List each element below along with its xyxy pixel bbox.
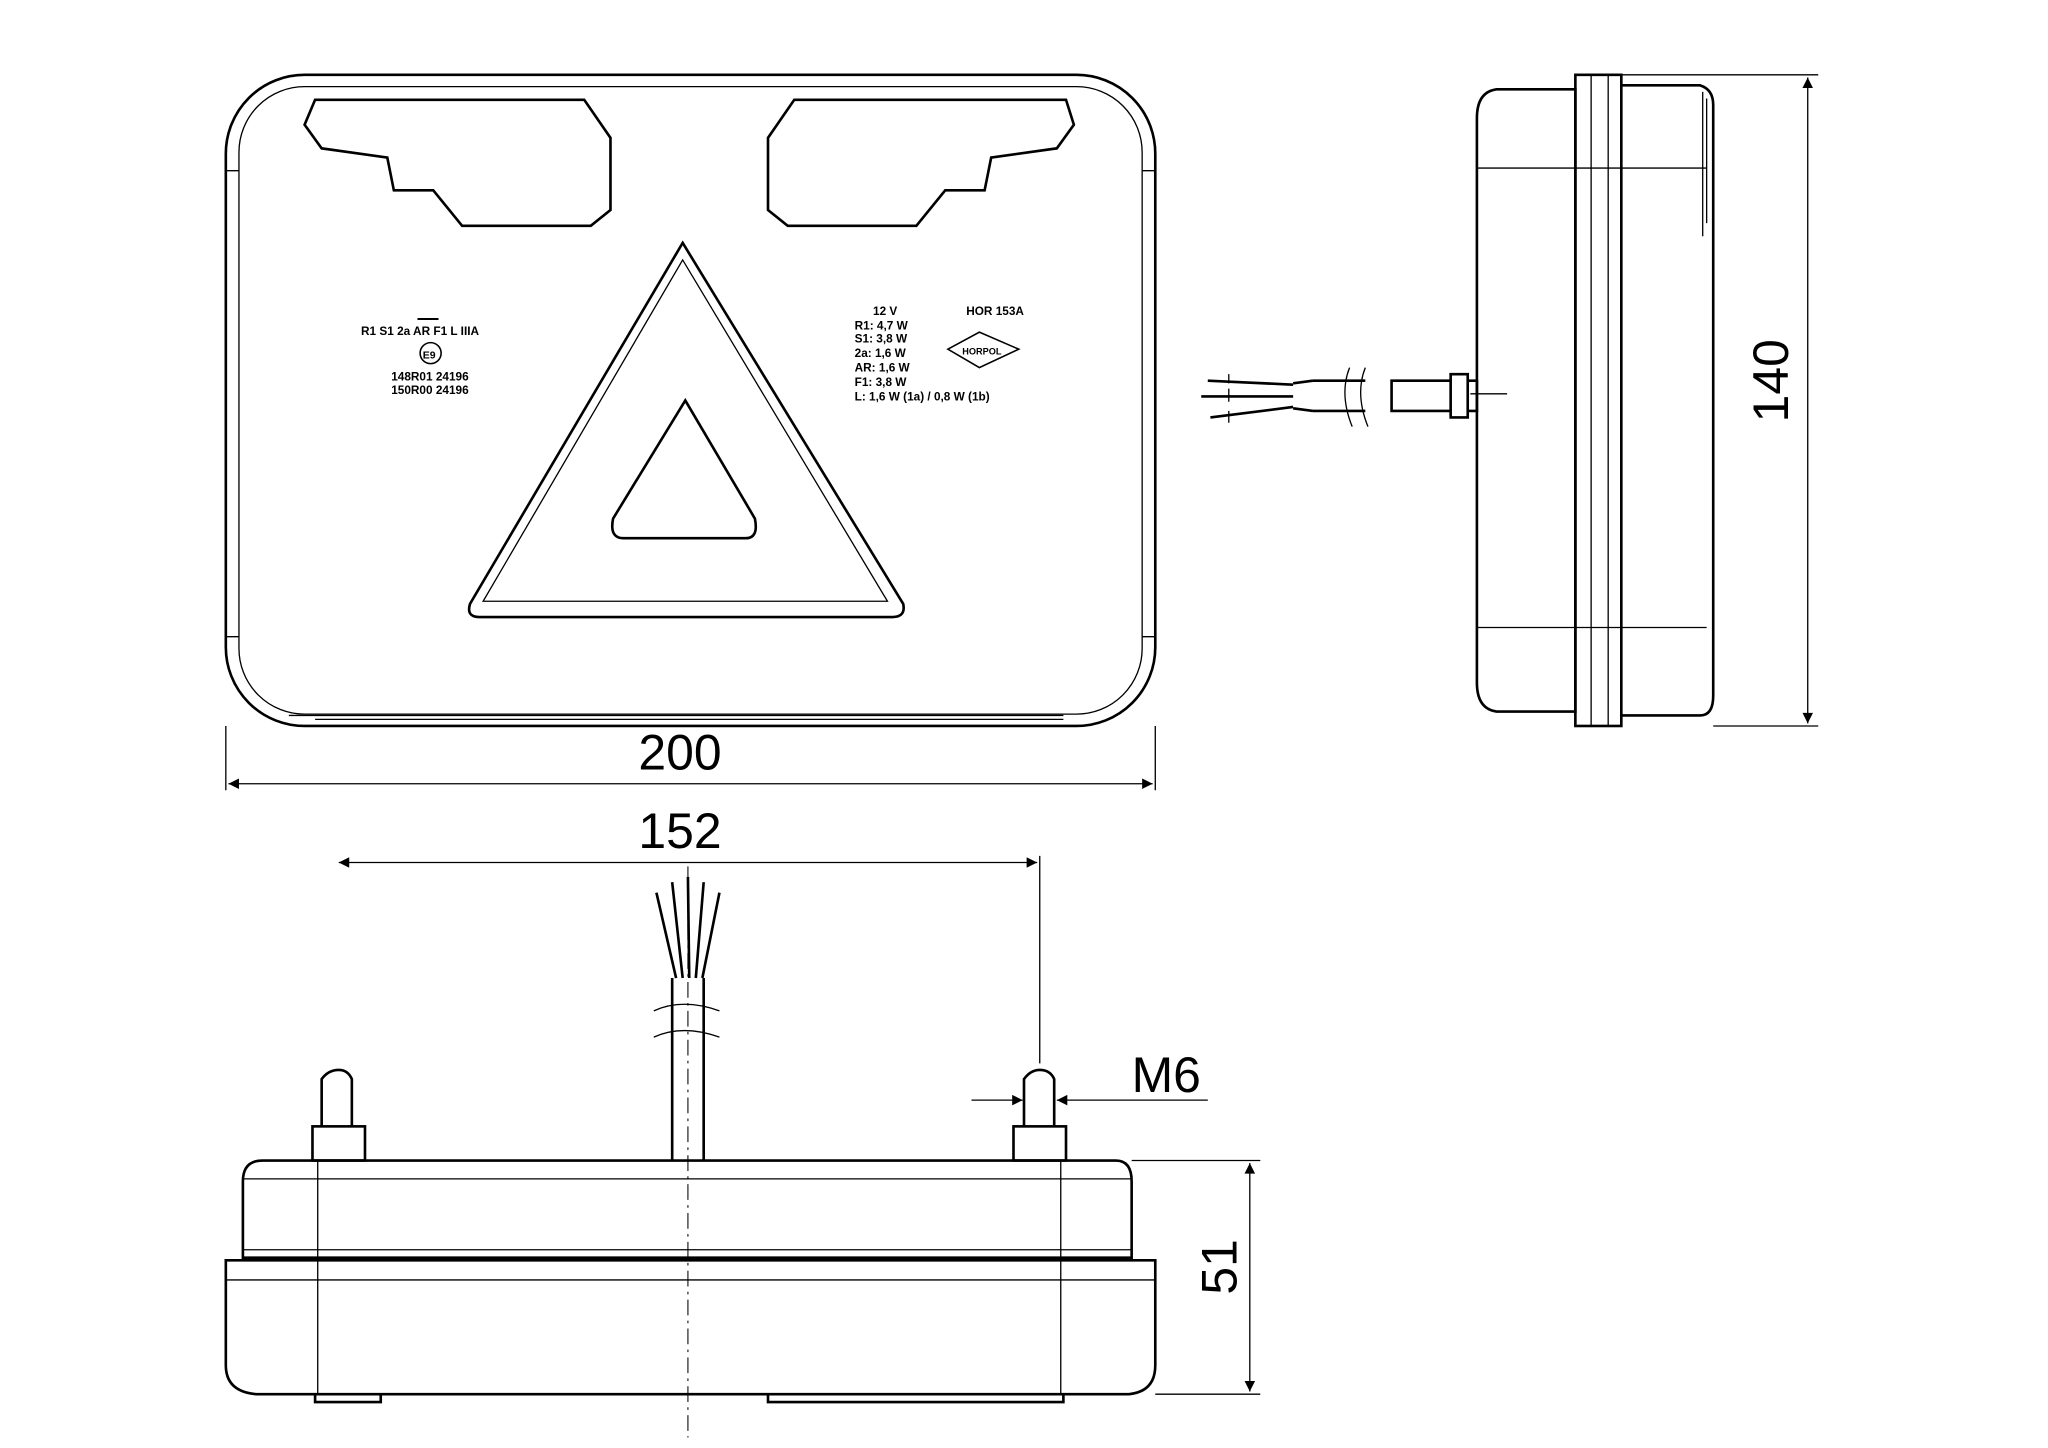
- marking-right: 12 V HOR 153A R1: 4,7 W S1: 3,8 W 2a: 1,…: [855, 304, 1025, 403]
- warning-triangle-inner: [610, 397, 758, 540]
- function-codes: R1 S1 2a AR F1 L IIIA: [361, 324, 479, 338]
- rating: 2a: 1,6 W: [855, 346, 907, 360]
- approval-number: 148R01 24196: [391, 370, 469, 384]
- bottom-view: [224, 866, 1157, 1438]
- warning-triangle-outer: [467, 240, 905, 619]
- rating: F1: 3,8 W: [855, 375, 908, 389]
- mounting-stud: [1022, 1068, 1056, 1127]
- dimension-width: 200: [638, 724, 721, 780]
- mounting-nut: [311, 1125, 367, 1162]
- rating: R1: 4,7 W: [855, 319, 909, 333]
- mounting-stud: [320, 1068, 354, 1127]
- front-view: [224, 73, 1157, 728]
- rating: AR: 1,6 W: [855, 361, 911, 375]
- model-label: HOR 153A: [966, 304, 1024, 318]
- thread-dimension: M6: [971, 1047, 1208, 1106]
- rating: S1: 3,8 W: [855, 332, 908, 346]
- horpol-logo-icon: [946, 331, 1021, 369]
- dimension-height: 140: [1743, 339, 1799, 422]
- right-lamp-window: [766, 98, 1076, 228]
- voltage-label: 12 V: [873, 304, 897, 318]
- dimension-mount-spacing: 152: [638, 803, 721, 859]
- mounting-nut: [1012, 1125, 1068, 1162]
- height-dimension: 140: [1621, 74, 1819, 727]
- side-view: [1201, 73, 1715, 728]
- width-dimension: 200: [225, 724, 1156, 791]
- spacing-dimension: 152: [338, 803, 1041, 1064]
- e-mark-icon: [419, 341, 442, 365]
- rating: L: 1,6 W (1a) / 0,8 W (1b): [855, 389, 990, 403]
- brand-logo-text: HORPOL: [962, 346, 1002, 356]
- approval-mark: E9: [423, 349, 436, 361]
- depth-dimension: 51: [1131, 1159, 1261, 1395]
- approval-number: 150R00 24196: [391, 383, 469, 397]
- marking-left: R1 S1 2a AR F1 L IIIA E9 148R01 24196 15…: [361, 318, 480, 397]
- left-lamp-window: [303, 98, 612, 228]
- dimension-thread: M6: [1132, 1047, 1201, 1103]
- dimension-depth: 51: [1192, 1239, 1248, 1294]
